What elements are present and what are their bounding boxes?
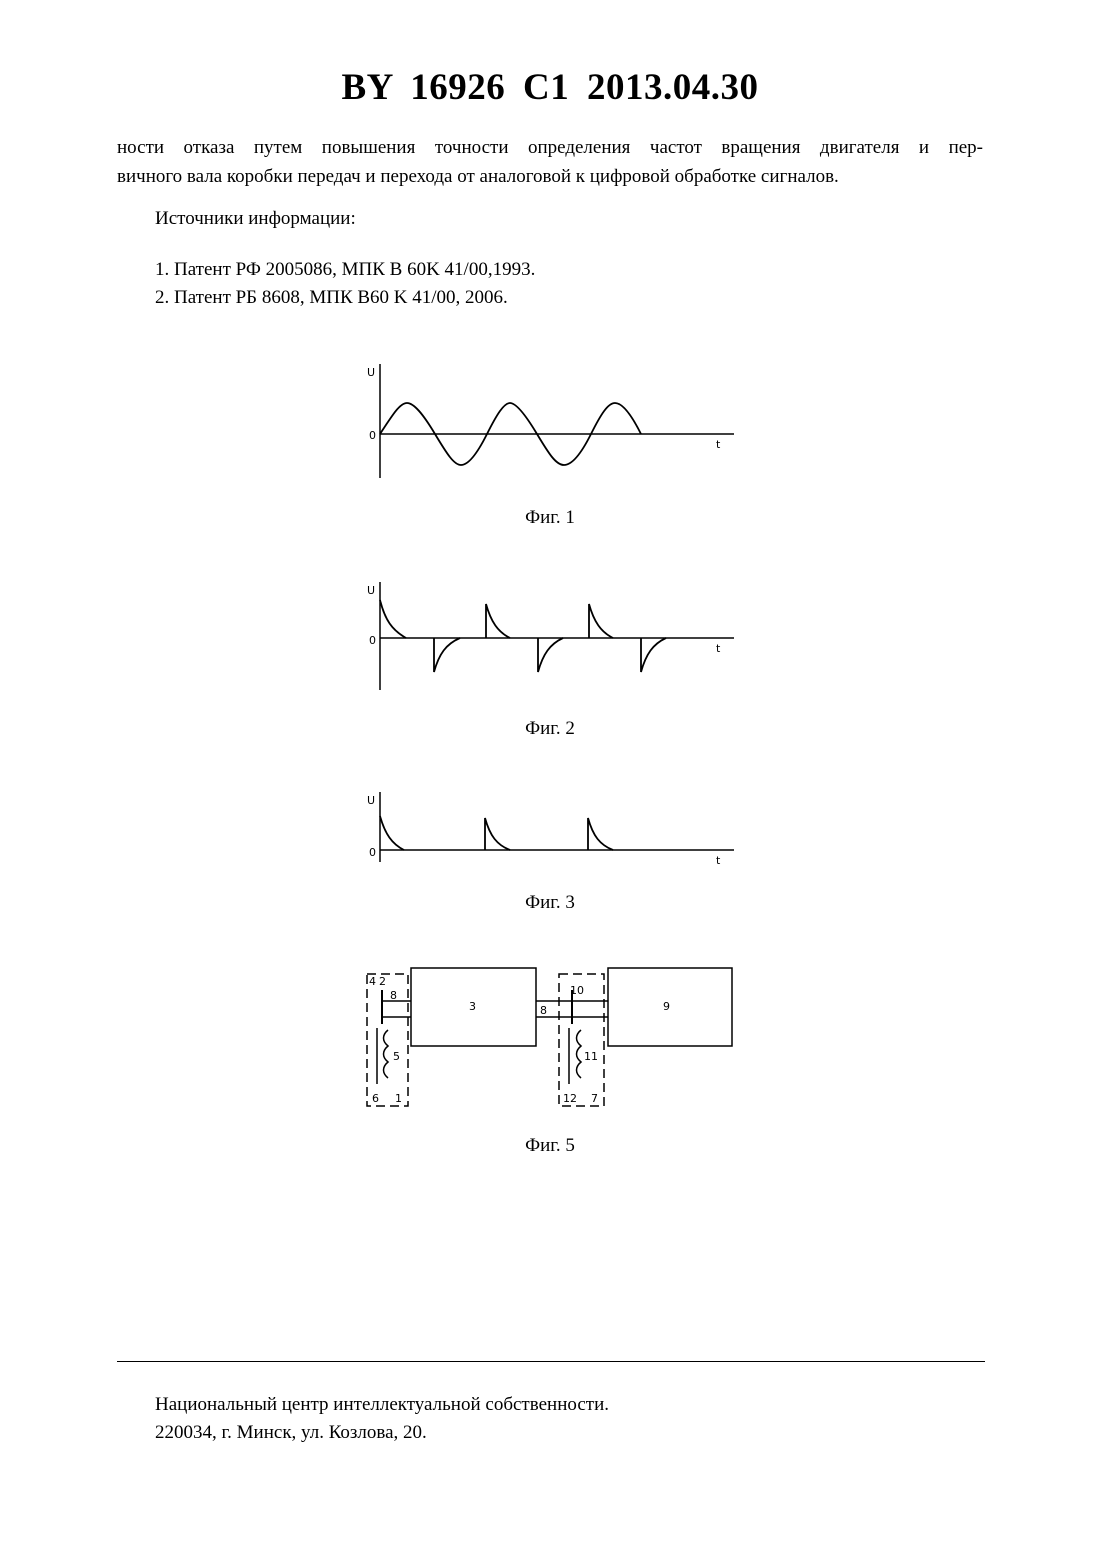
coil-5 <box>384 1030 389 1078</box>
figure-1-caption: Фиг. 1 <box>0 507 1100 529</box>
block-9 <box>608 968 732 1046</box>
fig1-zero-label: 0 <box>369 429 376 442</box>
fig3-y-label: U <box>367 794 375 807</box>
label-11: 11 <box>584 1050 598 1063</box>
reference-item-1: 1. Патент РФ 2005086, МПК B 60K 41/00,19… <box>155 259 535 281</box>
label-6: 6 <box>372 1092 379 1105</box>
label-10: 10 <box>570 984 584 997</box>
fig3-x-label: t <box>716 854 721 867</box>
label-2: 2 <box>379 975 386 988</box>
footer-organization: Национальный центр интеллектуальной собс… <box>155 1390 609 1420</box>
coil-11 <box>577 1030 582 1078</box>
body-paragraph-line2: вичного вала коробки передач и перехода … <box>117 162 983 191</box>
sensor-housing-left <box>367 974 408 1106</box>
label-5: 5 <box>393 1050 400 1063</box>
sources-title: Источники информации: <box>155 208 356 230</box>
label-9: 9 <box>663 1000 670 1013</box>
body-paragraph-line1: ности отказа путем повышения точности оп… <box>117 133 983 162</box>
figure-5-block-diagram: 4 2 8 3 8 10 9 5 11 6 1 12 7 <box>360 962 740 1112</box>
fig1-y-label: U <box>367 366 375 379</box>
reference-item-2: 2. Патент РБ 8608, МПК B60 K 41/00, 2006… <box>155 287 508 309</box>
label-4: 4 <box>369 975 376 988</box>
figure-3-caption: Фиг. 3 <box>0 892 1100 914</box>
fig2-pulses <box>380 600 666 672</box>
label-8-left: 8 <box>390 989 397 1002</box>
fig2-x-label: t <box>716 642 721 655</box>
fig2-y-label: U <box>367 584 375 597</box>
fig3-zero-label: 0 <box>369 846 376 859</box>
footer-divider <box>117 1361 985 1362</box>
label-3: 3 <box>469 1000 476 1013</box>
fig1-x-label: t <box>716 438 721 451</box>
figure-2-caption: Фиг. 2 <box>0 718 1100 740</box>
label-7: 7 <box>591 1092 598 1105</box>
figure-5-caption: Фиг. 5 <box>0 1135 1100 1157</box>
label-1: 1 <box>395 1092 402 1105</box>
figure-2-bipolar-pulses: U 0 t <box>360 580 740 695</box>
footer-address: 220034, г. Минск, ул. Козлова, 20. <box>155 1418 427 1448</box>
patent-header: BY 16926 C1 2013.04.30 <box>0 66 1100 109</box>
label-8-mid: 8 <box>540 1004 547 1017</box>
label-12: 12 <box>563 1092 577 1105</box>
figure-3-unipolar-pulses: U 0 t <box>360 790 740 870</box>
figure-1-sine-waveform: U 0 t <box>360 362 740 482</box>
fig3-pulses <box>380 816 613 850</box>
fig2-zero-label: 0 <box>369 634 376 647</box>
